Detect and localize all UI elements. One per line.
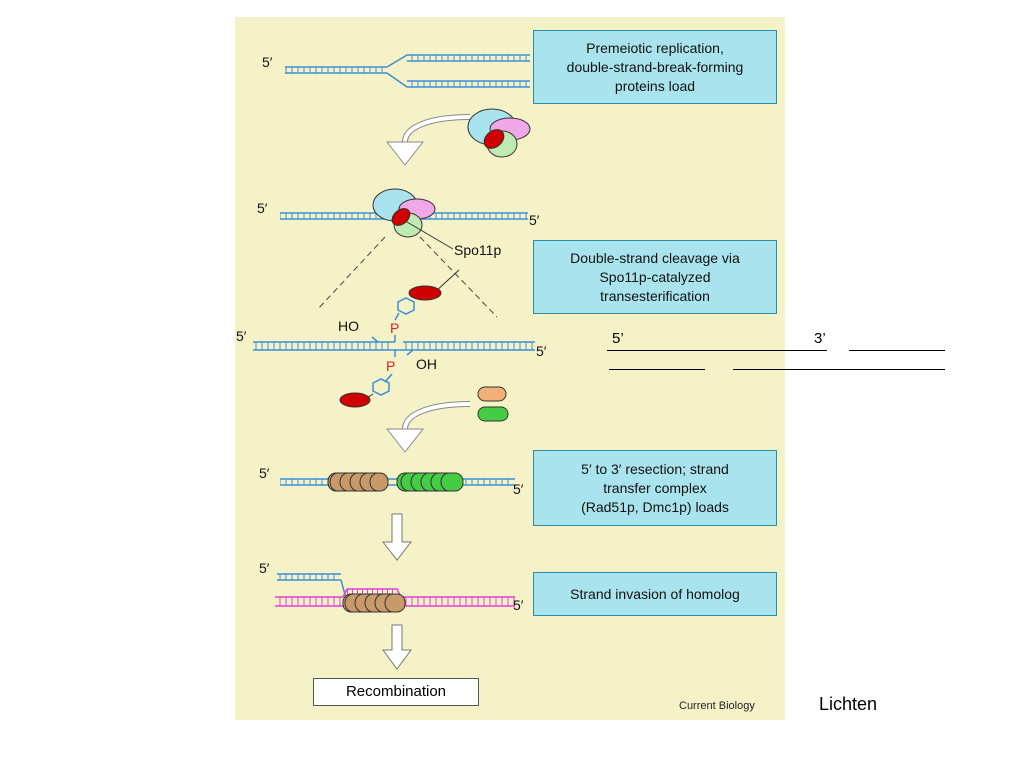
step-3-box: 5′ to 3′ resection; strand transfer comp… bbox=[533, 450, 777, 526]
side-line-bottom-short bbox=[609, 369, 705, 370]
cleaved-dna bbox=[253, 335, 535, 357]
strand-transfer-proteins bbox=[477, 386, 509, 422]
five-prime-label-3: 5′ bbox=[529, 212, 540, 228]
replication-fork bbox=[285, 54, 530, 88]
five-prime-label-1: 5′ bbox=[262, 54, 273, 70]
spo11-top bbox=[394, 269, 460, 321]
five-prime-label-7: 5′ bbox=[513, 481, 524, 497]
side-line-top-short bbox=[849, 350, 945, 351]
five-prime-label-4: 5′ bbox=[236, 328, 247, 344]
step-2-box: Double-strand cleavage via Spo11p-cataly… bbox=[533, 240, 777, 314]
dsb-protein-complex bbox=[467, 108, 531, 158]
side-three-prime: 3’ bbox=[814, 330, 826, 347]
dsb-diagram bbox=[253, 54, 535, 670]
side-five-prime: 5’ bbox=[612, 330, 624, 347]
strand-invasion bbox=[275, 573, 515, 613]
zoom-lines bbox=[316, 236, 498, 318]
down-arrow-2 bbox=[382, 624, 412, 670]
five-prime-label-5: 5′ bbox=[536, 343, 547, 359]
step-1-box: Premeiotic replication, double-strand-br… bbox=[533, 30, 777, 104]
p-label-top: P bbox=[390, 320, 400, 336]
curved-arrow-1 bbox=[385, 114, 471, 166]
step-4-box: Strand invasion of homolog bbox=[533, 572, 777, 616]
author-label: Lichten bbox=[819, 694, 878, 714]
five-prime-label-8: 5′ bbox=[259, 560, 270, 576]
down-arrow-1 bbox=[381, 513, 413, 561]
oh-label: OH bbox=[416, 356, 437, 372]
dna-with-complex bbox=[280, 188, 528, 250]
five-prime-label-6: 5′ bbox=[259, 465, 270, 481]
recombination-box: Recombination bbox=[313, 678, 479, 706]
spo11p-label: Spo11p bbox=[454, 242, 502, 258]
p-label-bottom: P bbox=[386, 358, 396, 374]
ho-label: HO bbox=[338, 318, 359, 334]
resected-dna bbox=[280, 472, 515, 492]
five-prime-label-9: 5′ bbox=[513, 597, 524, 613]
journal-credit: Current Biology bbox=[679, 700, 755, 712]
curved-arrow-2 bbox=[385, 401, 471, 453]
side-line-bottom-long bbox=[733, 369, 945, 370]
spo11-bottom bbox=[339, 373, 393, 408]
side-line-top-long bbox=[607, 350, 827, 351]
five-prime-label-2: 5′ bbox=[257, 200, 268, 216]
